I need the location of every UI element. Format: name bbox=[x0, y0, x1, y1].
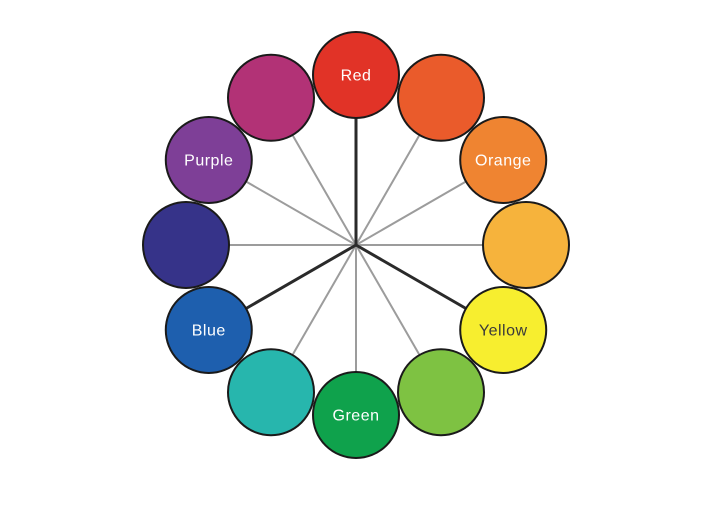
segment-label-blue: Blue bbox=[192, 323, 226, 340]
wheel-segment-yellow-orange bbox=[482, 201, 570, 289]
wheel-segment-orange bbox=[459, 116, 548, 204]
wheel-segment-red-orange bbox=[397, 53, 485, 142]
wheel-segment-blue-purple bbox=[142, 201, 230, 289]
wheel-segment-red-purple bbox=[227, 53, 315, 142]
wheel-segment-green bbox=[312, 371, 400, 459]
segment-label-yellow: Yellow bbox=[479, 323, 528, 340]
segment-label-purple: Purple bbox=[184, 153, 233, 170]
wheel-segment-red bbox=[312, 31, 400, 119]
wheel-segment-yellow bbox=[459, 286, 548, 374]
segment-label-green: Green bbox=[333, 408, 380, 425]
wheel-segment-blue bbox=[164, 286, 253, 374]
segment-label-red: Red bbox=[341, 68, 372, 85]
segment-label-orange: Orange bbox=[475, 153, 531, 170]
wheel-segment-yellow-green bbox=[397, 348, 485, 437]
wheel-segment-purple bbox=[164, 116, 253, 204]
wheel-segment-blue-green bbox=[227, 348, 315, 437]
